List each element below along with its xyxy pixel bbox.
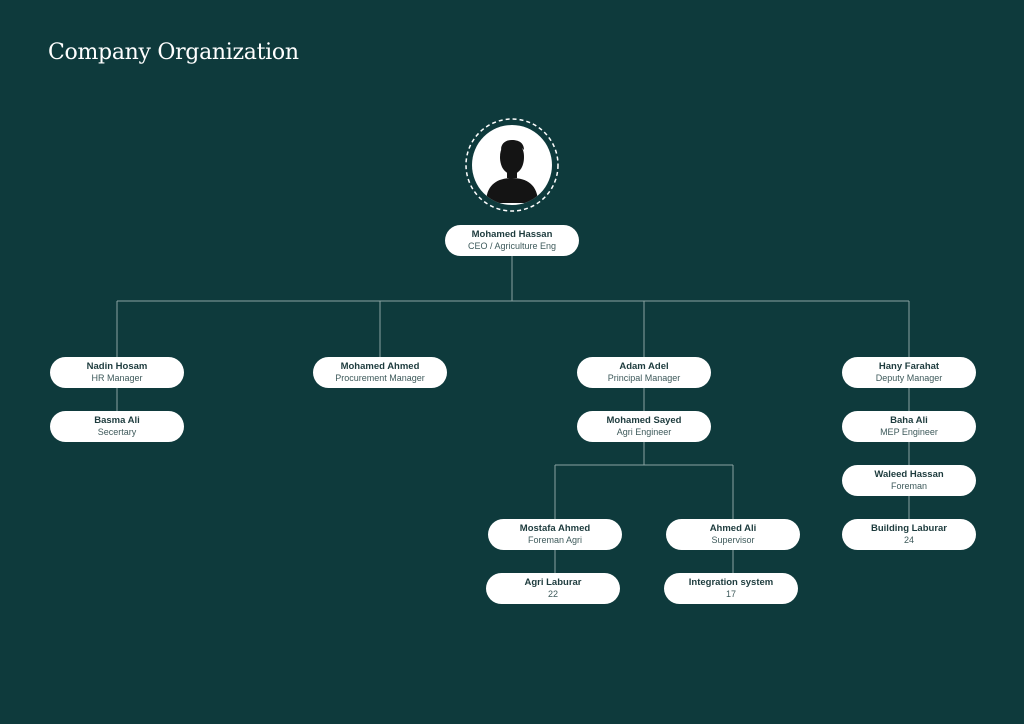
- org-node-integration-system[interactable]: Integration system 17: [664, 573, 798, 604]
- node-role: Principal Manager: [607, 373, 681, 383]
- node-name: Nadin Hosam: [86, 361, 148, 372]
- org-node-deputy-manager[interactable]: Hany Farahat Deputy Manager: [842, 357, 976, 388]
- node-name: Ahmed Ali: [709, 523, 757, 534]
- node-role: Agri Engineer: [616, 427, 672, 437]
- node-name: Basma Ali: [94, 415, 140, 426]
- node-name: Mohamed Ahmed: [340, 361, 420, 372]
- org-node-principal-manager[interactable]: Adam Adel Principal Manager: [577, 357, 711, 388]
- node-role: Procurement Manager: [335, 373, 425, 383]
- node-role: Supervisor: [711, 535, 755, 545]
- node-name: Mohamed Sayed: [606, 415, 682, 426]
- node-role: Foreman: [890, 481, 927, 491]
- node-name: Mohamed Hassan: [471, 229, 553, 240]
- org-node-agri-laburar[interactable]: Agri Laburar 22: [486, 573, 620, 604]
- ceo-avatar[interactable]: [464, 117, 560, 213]
- node-role: Deputy Manager: [875, 373, 943, 383]
- org-node-building-laburar[interactable]: Building Laburar 24: [842, 519, 976, 550]
- org-node-hr-manager[interactable]: Nadin Hosam HR Manager: [50, 357, 184, 388]
- node-name: Mostafa Ahmed: [519, 523, 591, 534]
- org-node-secretary[interactable]: Basma Ali Secertary: [50, 411, 184, 442]
- org-node-procurement-manager[interactable]: Mohamed Ahmed Procurement Manager: [313, 357, 447, 388]
- org-node-agri-engineer[interactable]: Mohamed Sayed Agri Engineer: [577, 411, 711, 442]
- org-node-foreman-agri[interactable]: Mostafa Ahmed Foreman Agri: [488, 519, 622, 550]
- node-role: Secertary: [97, 427, 137, 437]
- org-node-supervisor[interactable]: Ahmed Ali Supervisor: [666, 519, 800, 550]
- page-title: Company Organization: [48, 40, 299, 65]
- node-name: Building Laburar: [871, 523, 947, 534]
- node-role: 24: [903, 535, 914, 545]
- org-node-mep-engineer[interactable]: Baha Ali MEP Engineer: [842, 411, 976, 442]
- user-silhouette-icon: [465, 118, 559, 212]
- org-node-foreman[interactable]: Waleed Hassan Foreman: [842, 465, 976, 496]
- node-name: Adam Adel: [619, 361, 669, 372]
- node-role: CEO / Agriculture Eng: [467, 241, 557, 251]
- org-node-ceo[interactable]: Mohamed Hassan CEO / Agriculture Eng: [445, 225, 579, 256]
- node-role: 17: [725, 589, 736, 599]
- node-name: Agri Laburar: [524, 577, 582, 588]
- node-role: HR Manager: [91, 373, 143, 383]
- node-role: MEP Engineer: [880, 427, 938, 437]
- node-role: 22: [547, 589, 558, 599]
- node-role: Foreman Agri: [527, 535, 583, 545]
- node-name: Waleed Hassan: [874, 469, 944, 480]
- node-name: Baha Ali: [890, 415, 928, 426]
- node-name: Hany Farahat: [878, 361, 940, 372]
- node-name: Integration system: [688, 577, 774, 588]
